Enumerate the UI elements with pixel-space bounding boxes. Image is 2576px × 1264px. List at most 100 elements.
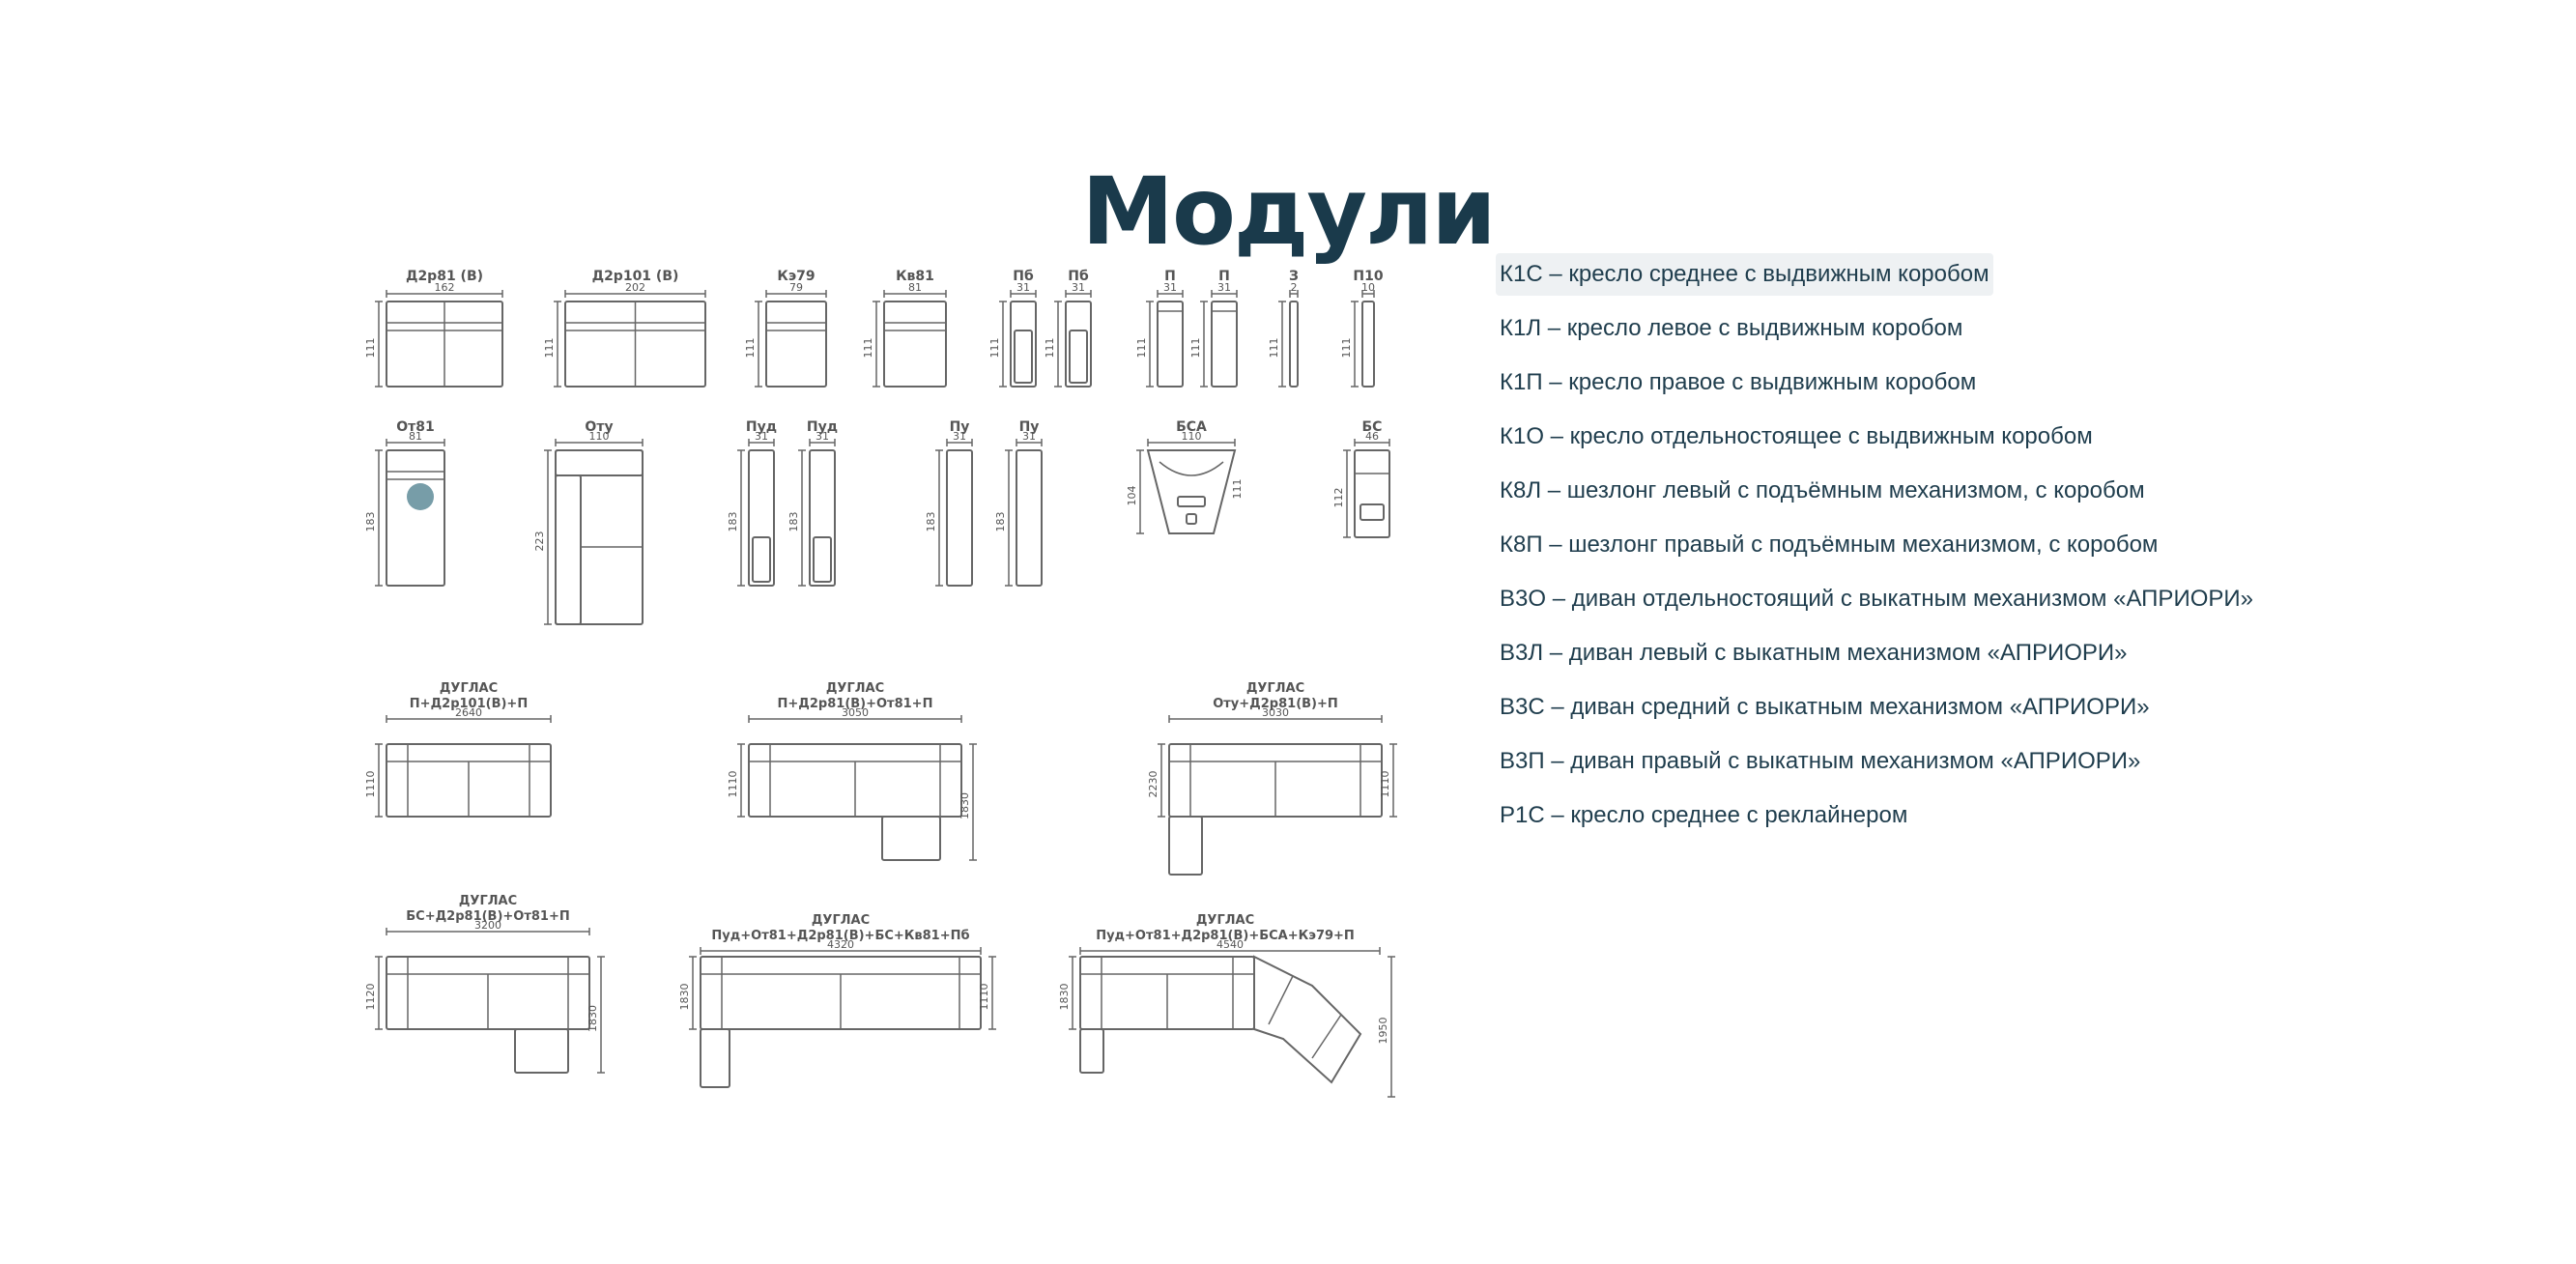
module-name: БС — [1362, 419, 1383, 435]
combo-formula: Пуд+От81+Д2р81(В)+БС+Кв81+Пб — [711, 929, 969, 943]
depth-dimension-label: 183 — [787, 512, 800, 532]
depth-dimension-label: 111 — [1189, 338, 1202, 359]
module-item-label: В3О – диван отдельностоящий с выкатным м… — [1500, 586, 2253, 612]
module-item-label: К1С – кресло среднее с выдвижным коробом — [1496, 253, 1993, 296]
module-item[interactable]: К1С – кресло среднее с выдвижным коробом — [1490, 253, 2263, 307]
backrest-top — [555, 449, 644, 476]
depth-dimension-label: 111 — [1135, 338, 1148, 359]
depth-dimension-label: 111 — [364, 338, 377, 359]
combo-series: ДУГЛАС — [812, 913, 870, 928]
depth-dimension-label: 183 — [727, 512, 739, 532]
module-item[interactable]: К1Л – кресло левое с выдвижным коробом — [1490, 307, 2263, 361]
module-outline — [1157, 301, 1184, 388]
module-item[interactable]: Р1С – кресло среднее с реклайнером — [1490, 794, 2263, 848]
combo-series: ДУГЛАС — [1246, 681, 1304, 696]
module-name: Пу — [1019, 419, 1040, 435]
width-dimension-label: 31 — [816, 430, 829, 443]
module-item[interactable]: К8П – шезлонг правый с подъёмным механиз… — [1490, 524, 2263, 578]
module-outline — [883, 301, 947, 388]
module-item-label: К8Л – шезлонг левый с подъёмным механизм… — [1500, 477, 2145, 503]
depth-dimension-label: 1830 — [587, 1005, 599, 1032]
module-outline — [386, 449, 445, 587]
module-list: К1С – кресло среднее с выдвижным коробом… — [1496, 253, 2263, 848]
depth-dimension-label: 1830 — [678, 984, 691, 1011]
width-dimension-label: 2 — [1291, 281, 1298, 294]
width-dimension-label: 4320 — [827, 938, 854, 951]
module-item[interactable]: В3С – диван средний с выкатным механизмо… — [1490, 686, 2263, 740]
width-dimension-label: 10 — [1361, 281, 1375, 294]
width-dimension-label: 31 — [755, 430, 768, 443]
module-outline — [1010, 301, 1037, 388]
depth-dimension-label: 111 — [1268, 338, 1280, 359]
module-outline — [1016, 449, 1043, 587]
depth-dimension-label: 112 — [1332, 488, 1345, 508]
module-outline — [1146, 449, 1237, 534]
depth-dimension-label: 111 — [744, 338, 757, 359]
width-dimension-label: 31 — [953, 430, 966, 443]
module-name: Д2р101 (В) — [592, 269, 679, 284]
backrest-curve — [1159, 461, 1224, 476]
storage-box — [752, 536, 771, 583]
module-name: П — [1218, 269, 1230, 284]
module-outline — [809, 449, 836, 587]
module-outline — [1211, 301, 1238, 388]
storage-box — [813, 536, 832, 583]
armrest-inner — [1069, 330, 1088, 384]
module-outline — [765, 301, 827, 388]
module-item-label: К1П – кресло правое с выдвижным коробом — [1500, 369, 1977, 395]
depth-dimension-label: 111 — [1044, 338, 1056, 359]
module-name: Кв81 — [896, 269, 934, 284]
depth-dimension-label: 183 — [364, 512, 377, 532]
width-dimension-label: 3030 — [1262, 706, 1289, 719]
module-name: З — [1289, 269, 1299, 284]
module-name: Д2р81 (В) — [406, 269, 483, 284]
width-dimension-label: 31 — [1072, 281, 1085, 294]
module-name: От81 — [396, 419, 435, 435]
module-item-label: К1Л – кресло левое с выдвижным коробом — [1500, 315, 1963, 341]
module-item[interactable]: В3П – диван правый с выкатным механизмом… — [1490, 740, 2263, 794]
module-item-label: К8П – шезлонг правый с подъёмным механиз… — [1500, 531, 2159, 558]
module-name: Пуд — [807, 419, 838, 435]
module-name: Пу — [950, 419, 970, 435]
width-dimension-label: 79 — [789, 281, 803, 294]
module-item-label: В3С – диван средний с выкатным механизмо… — [1500, 694, 2150, 720]
seat-divider — [1311, 1014, 1342, 1059]
module-item[interactable]: В3О – диван отдельностоящий с выкатным м… — [1490, 578, 2263, 632]
side-dimension-label: 111 — [1231, 479, 1244, 500]
depth-dimension-label: 1110 — [727, 771, 739, 798]
module-name: П — [1164, 269, 1176, 284]
chaise-extension — [514, 1028, 569, 1074]
depth-dimension-label: 1120 — [364, 984, 377, 1011]
width-dimension-label: 2640 — [455, 706, 482, 719]
depth-dimension-label: 104 — [1126, 486, 1138, 506]
module-item[interactable]: К1О – кресло отдельностоящее с выдвижным… — [1490, 416, 2263, 470]
module-item[interactable]: В3Л – диван левый с выкатным механизмом … — [1490, 632, 2263, 686]
depth-dimension-label: 1950 — [1377, 1018, 1389, 1045]
module-name: Пб — [1068, 269, 1089, 284]
table-top — [1177, 496, 1206, 507]
module-item-label: В3П – диван правый с выкатным механизмом… — [1500, 748, 2141, 774]
module-item-label: В3Л – диван левый с выкатным механизмом … — [1500, 640, 2128, 666]
combo-formula: Пуд+От81+Д2р81(В)+БСА+Кэ79+П — [1096, 929, 1355, 943]
width-dimension-label: 202 — [625, 281, 645, 294]
depth-dimension-label: 1110 — [364, 771, 377, 798]
module-name: Оту — [585, 419, 613, 435]
chaise-extension — [1168, 816, 1203, 876]
backrest-side — [555, 474, 582, 625]
armrest-inner — [1014, 330, 1033, 384]
width-dimension-label: 162 — [435, 281, 455, 294]
width-dimension-label: 31 — [1016, 281, 1030, 294]
module-item[interactable]: К1П – кресло правое с выдвижным коробом — [1490, 361, 2263, 416]
seat-divider — [1268, 975, 1294, 1025]
module-outline — [1065, 301, 1092, 388]
depth-dimension-label: 183 — [994, 512, 1007, 532]
width-dimension-label: 31 — [1217, 281, 1231, 294]
module-name: Кэ79 — [777, 269, 815, 284]
width-dimension-label: 3200 — [474, 919, 501, 932]
module-item[interactable]: К8Л – шезлонг левый с подъёмным механизм… — [1490, 470, 2263, 524]
width-dimension-label: 31 — [1022, 430, 1036, 443]
module-name: П10 — [1353, 269, 1383, 284]
depth-dimension-label: 1830 — [1058, 984, 1071, 1011]
